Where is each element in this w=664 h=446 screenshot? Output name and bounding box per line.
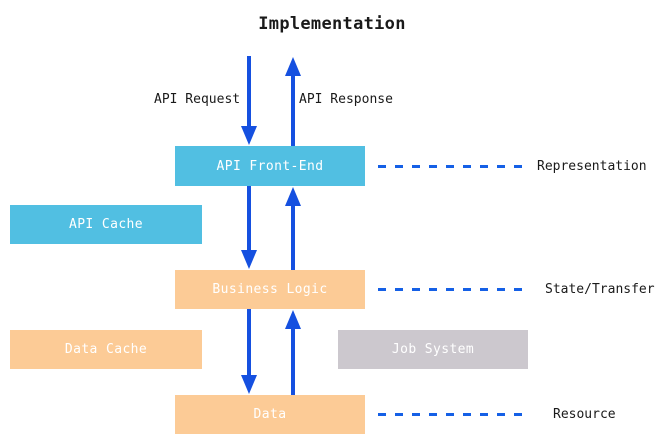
box-api-front-end[interactable]: API Front-End [175, 146, 365, 186]
page-title: Implementation [258, 14, 406, 34]
state-transfer-label: State/Transfer [545, 282, 655, 297]
box-data-label: Data [253, 407, 287, 422]
api-response-label: API Response [299, 92, 393, 107]
box-business-logic-label: Business Logic [212, 282, 328, 297]
box-data-cache-label: Data Cache [64, 342, 148, 357]
logic-to-data-arrow [240, 309, 258, 395]
api-request-arrow [240, 56, 258, 146]
box-api-cache[interactable]: API Cache [10, 205, 202, 244]
box-job-system[interactable]: Job System [338, 330, 528, 369]
box-data[interactable]: Data [175, 395, 365, 434]
api-request-label: API Request [154, 92, 241, 107]
api-response-arrow [284, 56, 302, 146]
logic-to-frontend-arrow [284, 186, 302, 270]
data-to-logic-arrow [284, 309, 302, 395]
state-transfer-dash-line [378, 288, 528, 291]
box-business-logic[interactable]: Business Logic [175, 270, 365, 309]
representation-dash-line [378, 165, 528, 168]
frontend-to-logic-arrow [240, 186, 258, 270]
box-job-system-label: Job System [391, 342, 475, 357]
box-data-cache[interactable]: Data Cache [10, 330, 202, 369]
resource-label: Resource [553, 407, 616, 422]
box-api-front-end-label: API Front-End [216, 158, 324, 174]
representation-label: Representation [537, 159, 647, 174]
box-api-cache-label: API Cache [68, 217, 144, 232]
resource-dash-line [378, 413, 528, 416]
